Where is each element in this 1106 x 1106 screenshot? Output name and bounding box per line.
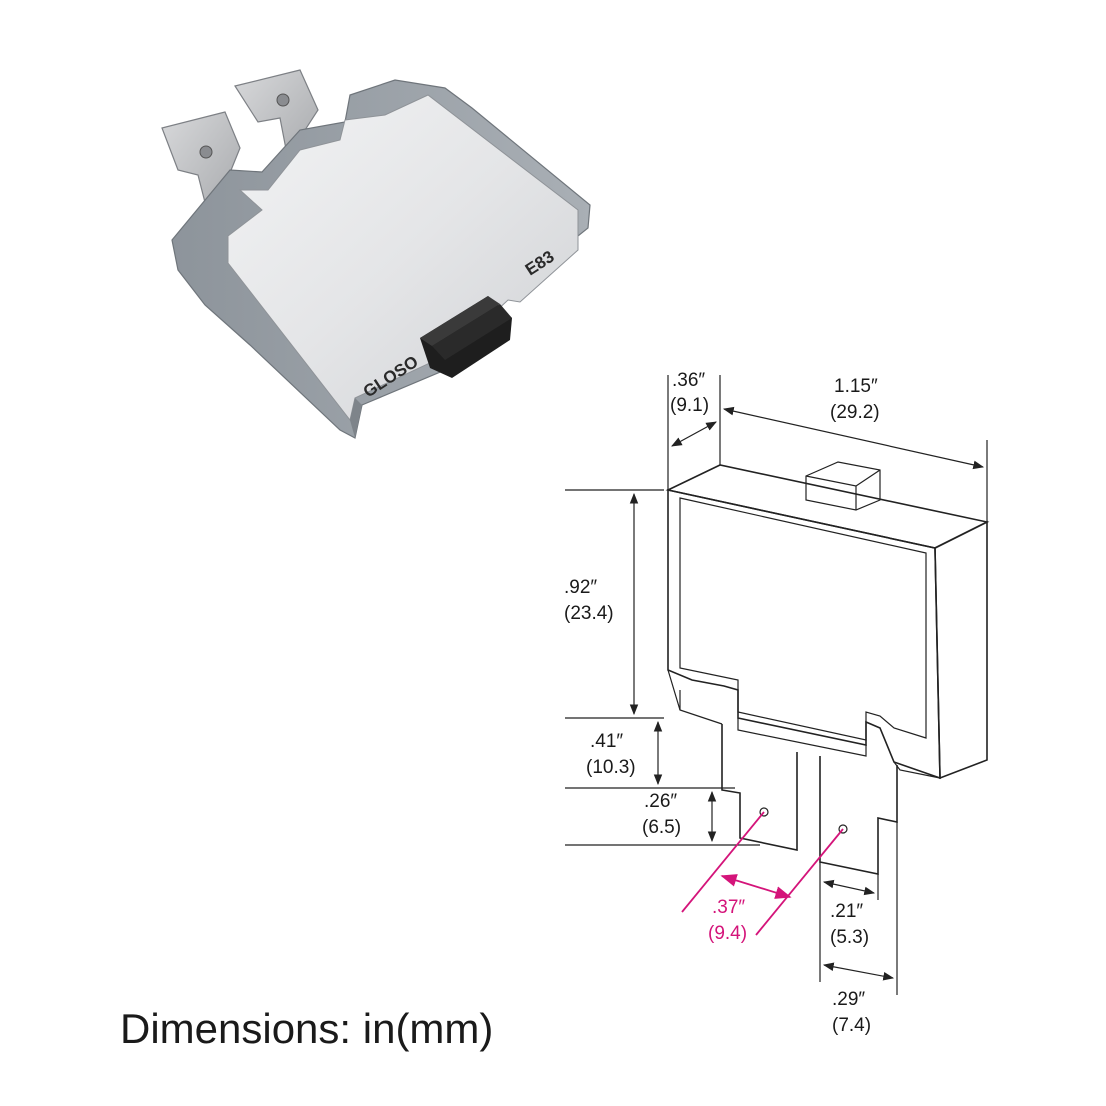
dimension-tab-spacing: .37″ (9.4) xyxy=(681,811,844,944)
plate-outline xyxy=(679,497,927,741)
terminal-tab-right xyxy=(819,756,898,875)
dim-tab-width-in: .21″ xyxy=(830,901,863,922)
dimension-body-height: .92″ (23.4) xyxy=(564,489,664,719)
dimension-step-height: .41″ (10.3) xyxy=(565,720,735,789)
product-photo: GLOSO E83 xyxy=(161,69,591,439)
dim-width-in: 1.15″ xyxy=(834,376,878,397)
units-caption: Dimensions: in(mm) xyxy=(120,1005,493,1052)
dim-tab-outer-in: .29″ xyxy=(832,989,865,1010)
dimension-depth: .36″ (9.1) xyxy=(667,370,721,490)
dim-tab-spacing-in: .37″ xyxy=(712,897,745,918)
dimension-tab-length: .26″ (6.5) xyxy=(565,790,760,846)
dimension-tab-outer: .29″ (7.4) xyxy=(822,822,898,1036)
dim-tab-width-mm: (5.3) xyxy=(830,927,869,948)
metal-plate xyxy=(227,94,579,422)
dim-step-height-mm: (10.3) xyxy=(586,757,636,778)
dim-body-height-mm: (23.4) xyxy=(564,603,614,624)
reset-button-photo xyxy=(420,296,512,378)
dimension-tab-width: .21″ (5.3) xyxy=(819,862,879,982)
housing-front-face xyxy=(667,489,941,780)
dim-depth-mm: (9.1) xyxy=(670,395,709,416)
dim-tab-spacing-mm: (9.4) xyxy=(708,923,747,944)
dim-body-height-in: .92″ xyxy=(564,577,597,598)
dim-step-height-in: .41″ xyxy=(590,731,623,752)
dim-width-mm: (29.2) xyxy=(830,402,880,423)
dim-depth-in: .36″ xyxy=(672,370,705,391)
dim-tab-length-in: .26″ xyxy=(644,791,677,812)
terminal-tab-left xyxy=(721,724,798,851)
technical-drawing: .36″ (9.1) 1.15″ (29.2) .92″ (23.4) .41″… xyxy=(564,370,990,1036)
dim-tab-length-mm: (6.5) xyxy=(642,817,681,838)
dimension-width: 1.15″ (29.2) xyxy=(722,376,988,522)
dim-tab-outer-mm: (7.4) xyxy=(832,1015,871,1036)
housing-side-face xyxy=(934,520,988,780)
